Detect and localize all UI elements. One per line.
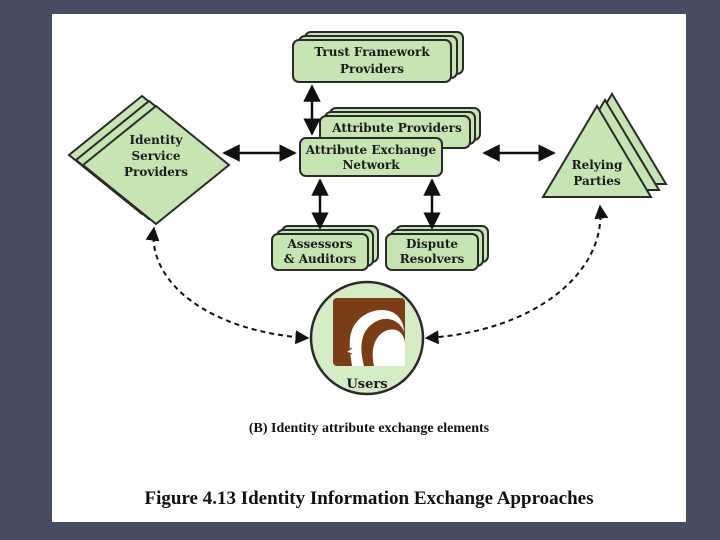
assessors-auditors-node: Assessors & Auditors: [271, 225, 379, 271]
dispute-resolvers-node: Dispute Resolvers: [385, 225, 489, 271]
trust-framework-providers-node: Trust Framework Providers: [292, 31, 464, 83]
relying-label-2: Parties: [573, 174, 621, 188]
assessors-label-1: Assessors: [286, 237, 352, 251]
identity-exchange-diagram: Trust Framework Providers Attribute Prov…: [67, 31, 668, 396]
identity-label-1: Identity: [130, 133, 184, 147]
attribute-exchange-network-node: Attribute Exchange Network: [299, 137, 443, 177]
relying-label-1: Relying: [572, 158, 623, 172]
identity-label-2: Service: [131, 149, 180, 163]
users-node: Users: [309, 280, 425, 396]
assessors-label-2: & Auditors: [284, 252, 357, 266]
attribute-providers-label: Attribute Providers: [331, 121, 462, 135]
dispute-label-1: Dispute: [406, 237, 458, 251]
exchange-network-label-2: Network: [342, 158, 400, 172]
trust-framework-label-2: Providers: [340, 62, 404, 76]
trust-framework-label-1: Trust Framework: [314, 45, 430, 59]
users-portrait-icon: [333, 298, 405, 366]
relying-parties-node: Relying Parties: [541, 92, 668, 198]
exchange-network-label-1: Attribute Exchange: [305, 143, 437, 157]
dispute-label-2: Resolvers: [400, 252, 465, 266]
identity-service-providers-node: Identity Service Providers: [67, 94, 231, 226]
identity-label-3: Providers: [124, 165, 188, 179]
diagram-subcaption: (B) Identity attribute exchange elements: [248, 421, 490, 436]
slide: Trust Framework Providers Attribute Prov…: [52, 14, 686, 522]
users-label: Users: [346, 377, 387, 392]
figure-caption: Figure 4.13 Identity Information Exchang…: [144, 488, 594, 509]
dashed-arrow-identity-users: [145, 226, 310, 345]
